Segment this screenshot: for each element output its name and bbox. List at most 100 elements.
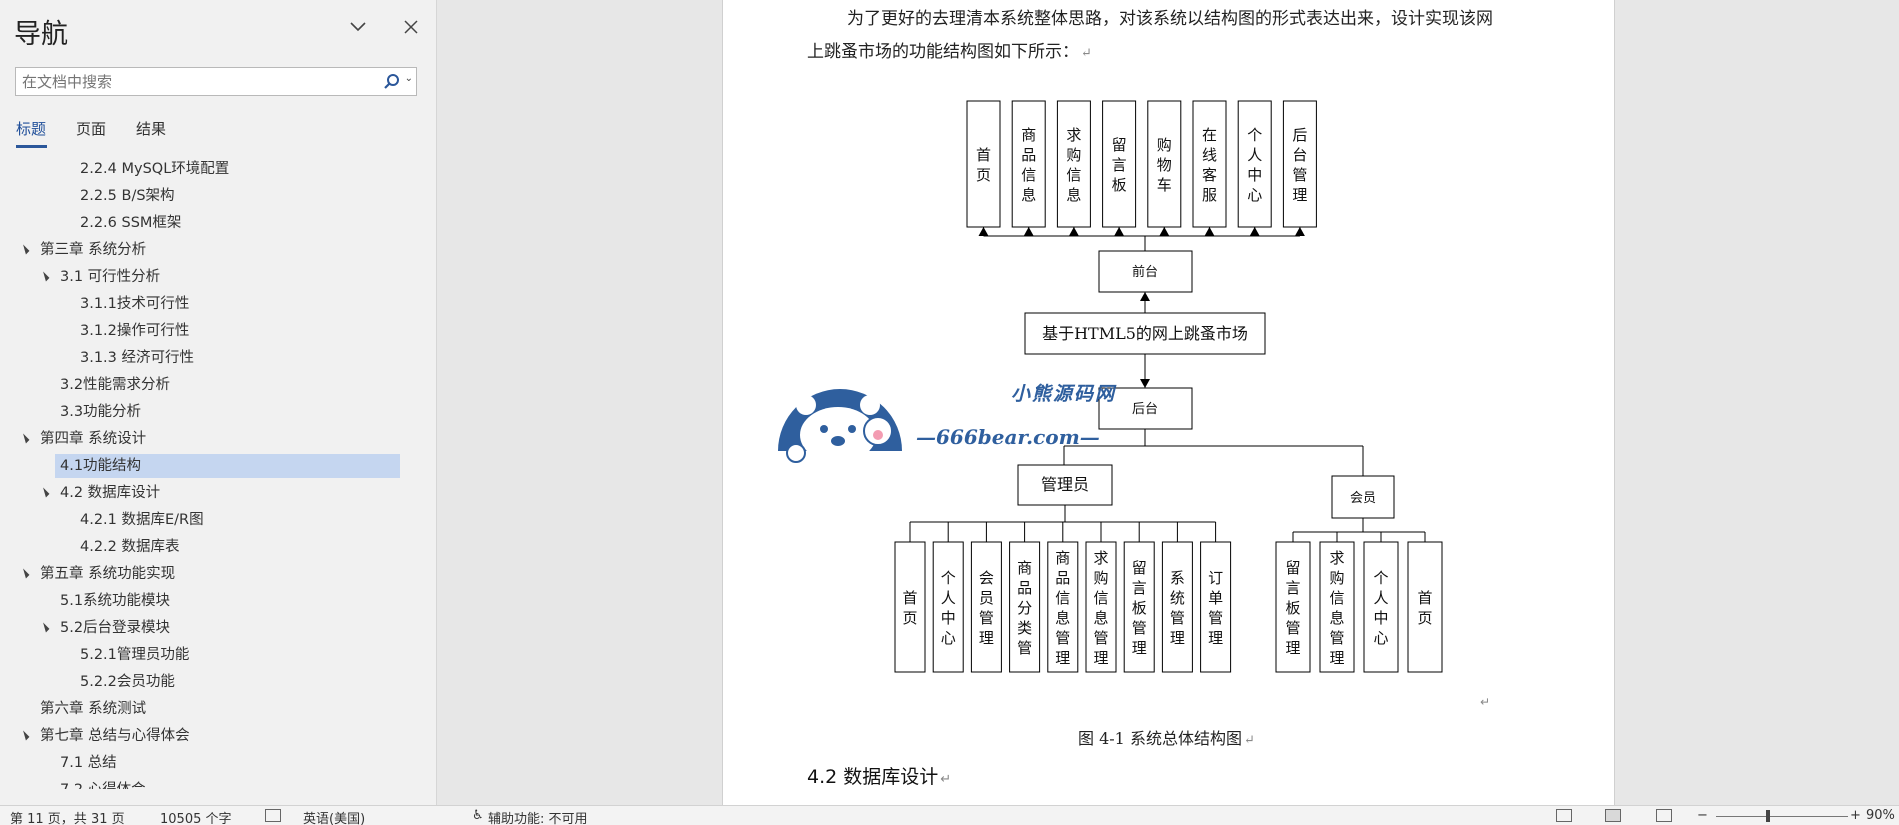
search-icon[interactable] bbox=[382, 72, 402, 92]
tab-pages[interactable]: 页面 bbox=[76, 120, 107, 138]
tree-item-label: 2.2.4 MySQL环境配置 bbox=[80, 161, 230, 177]
expanded-triangle-icon[interactable] bbox=[39, 271, 50, 282]
paragraph-text-1: 为了更好的去理清本系统整体思路，对该系统以结构图的形式表达出来，设计实现该网 bbox=[847, 9, 1493, 29]
tree-item[interactable]: 7.2 心得体会 bbox=[60, 778, 146, 789]
back-box bbox=[1098, 387, 1193, 430]
tree-item[interactable]: 3.3功能分析 bbox=[60, 400, 141, 424]
accessibility-status[interactable]: 辅助功能: 不可用 bbox=[488, 812, 588, 825]
tree-item-label: 5.1系统功能模块 bbox=[60, 593, 171, 609]
root-to-back-arrow bbox=[1140, 379, 1150, 388]
admin-module-box bbox=[970, 541, 1002, 673]
expanded-triangle-icon[interactable] bbox=[19, 730, 30, 741]
section-heading-text: 4.2 数据库设计 bbox=[807, 766, 939, 788]
admin-module-box bbox=[894, 541, 926, 673]
zoom-slider-thumb[interactable] bbox=[1766, 810, 1770, 822]
zoom-out-button[interactable]: − bbox=[1697, 808, 1708, 823]
tree-item[interactable]: 3.1.2操作可行性 bbox=[80, 319, 189, 343]
tree-item[interactable]: 3.2性能需求分析 bbox=[60, 373, 170, 397]
tree-item-label: 3.1.2操作可行性 bbox=[80, 323, 190, 339]
admin-module-box bbox=[1009, 541, 1041, 673]
tab-results[interactable]: 结果 bbox=[136, 120, 167, 138]
watermark-url: —666bear.com— bbox=[916, 425, 1100, 449]
tree-item[interactable]: 4.2.1 数据库E/R图 bbox=[80, 508, 204, 532]
tree-item-label: 第三章 系统分析 bbox=[40, 242, 147, 258]
tree-item[interactable]: 2.2.4 MySQL环境配置 bbox=[80, 157, 229, 181]
admin-module-box bbox=[1200, 541, 1232, 673]
tree-item-label: 5.2后台登录模块 bbox=[60, 620, 171, 636]
tree-item[interactable]: 4.2.2 数据库表 bbox=[80, 535, 180, 559]
root-to-front-arrow bbox=[1140, 292, 1150, 301]
zoom-in-button[interactable]: + bbox=[1850, 808, 1861, 823]
document-page: 为了更好的去理清本系统整体思路，对该系统以结构图的形式表达出来，设计实现该网 上… bbox=[722, 0, 1615, 805]
admin-module-box bbox=[932, 541, 964, 673]
accessibility-icon[interactable]: ♿ bbox=[472, 808, 484, 823]
zoom-slider[interactable] bbox=[1716, 816, 1848, 817]
front-module-arrow bbox=[978, 227, 989, 236]
search-input[interactable] bbox=[22, 71, 382, 92]
tab-headings[interactable]: 标题 bbox=[16, 120, 47, 138]
tree-item-label: 4.2.2 数据库表 bbox=[80, 539, 180, 555]
front-module-box-label: 留言板 bbox=[1112, 136, 1127, 194]
admin-module-box bbox=[1123, 541, 1155, 673]
tree-item[interactable]: 7.1 总结 bbox=[60, 751, 117, 775]
expanded-triangle-icon[interactable] bbox=[19, 568, 30, 579]
search-options-dropdown-icon[interactable]: ⌄ bbox=[404, 73, 413, 84]
front-module-box bbox=[1147, 100, 1182, 228]
diagram-paragraph-mark: ↵ bbox=[1480, 695, 1490, 709]
zoom-level[interactable]: 90% bbox=[1866, 808, 1895, 823]
front-module-box-label: 购物车 bbox=[1157, 136, 1172, 194]
member-module-box-label: 首页 bbox=[1417, 589, 1432, 627]
expanded-triangle-icon[interactable] bbox=[39, 487, 50, 498]
paragraph-line-1: 为了更好的去理清本系统整体思路，对该系统以结构图的形式表达出来，设计实现该网 bbox=[847, 4, 1493, 29]
tree-item[interactable]: 3.1 可行性分析 bbox=[60, 265, 160, 289]
tree-item[interactable]: 2.2.5 B/S架构 bbox=[80, 184, 175, 208]
front-module-box bbox=[1237, 100, 1272, 228]
expanded-triangle-icon[interactable] bbox=[19, 244, 30, 255]
tree-item[interactable]: 5.2.1管理员功能 bbox=[80, 643, 189, 667]
tree-item-label: 5.2.2会员功能 bbox=[80, 674, 175, 690]
tree-item[interactable]: 第三章 系统分析 bbox=[40, 238, 146, 262]
front-module-arrow bbox=[1249, 227, 1260, 236]
tree-item[interactable]: 第六章 系统测试 bbox=[40, 697, 146, 721]
front-module-box-label: 首页 bbox=[976, 146, 991, 184]
tree-item[interactable]: 2.2.6 SSM框架 bbox=[80, 211, 181, 235]
proofing-icon[interactable] bbox=[265, 809, 281, 822]
search-box[interactable]: ⌄ bbox=[15, 67, 417, 96]
tree-item[interactable]: 第七章 总结与心得体会 bbox=[40, 724, 190, 748]
front-module-arrow bbox=[1294, 227, 1305, 236]
tree-item[interactable]: 5.1系统功能模块 bbox=[60, 589, 170, 613]
caption-paragraph-mark: ↵ bbox=[1243, 733, 1255, 748]
tree-item-label: 7.1 总结 bbox=[60, 755, 117, 771]
tree-item[interactable]: 5.2后台登录模块 bbox=[60, 616, 170, 640]
front-module-box bbox=[1056, 100, 1091, 228]
tree-item[interactable]: 第四章 系统设计 bbox=[40, 427, 146, 451]
tree-item-label: 第四章 系统设计 bbox=[40, 431, 147, 447]
chevron-down-icon[interactable] bbox=[345, 16, 371, 42]
tree-item[interactable]: 3.1.1技术可行性 bbox=[80, 292, 189, 316]
tree-item-label: 3.2性能需求分析 bbox=[60, 377, 171, 393]
print-layout-icon[interactable] bbox=[1605, 809, 1621, 822]
admin-box bbox=[1017, 464, 1113, 506]
close-icon[interactable] bbox=[398, 16, 424, 42]
front-box-label: 前台 bbox=[1132, 264, 1158, 280]
expanded-triangle-icon[interactable] bbox=[19, 433, 30, 444]
web-layout-icon[interactable] bbox=[1656, 809, 1672, 822]
tree-item[interactable]: 第五章 系统功能实现 bbox=[40, 562, 175, 586]
tree-item-label: 3.1 可行性分析 bbox=[60, 269, 161, 285]
language-indicator[interactable]: 英语(美国) bbox=[303, 812, 366, 825]
tree-item-label: 4.2 数据库设计 bbox=[60, 485, 161, 501]
back-box-label: 后台 bbox=[1132, 402, 1158, 417]
expanded-triangle-icon[interactable] bbox=[39, 622, 50, 633]
front-module-box-label: 个人中心 bbox=[1247, 126, 1262, 204]
read-mode-icon[interactable] bbox=[1556, 809, 1572, 822]
tree-item[interactable]: 5.2.2会员功能 bbox=[80, 670, 175, 694]
page-count[interactable]: 第 11 页，共 31 页 bbox=[10, 812, 125, 825]
word-count[interactable]: 10505 个字 bbox=[160, 812, 232, 825]
member-module-box-label: 求购信息管理 bbox=[1329, 549, 1344, 667]
tree-item[interactable]: 3.1.3 经济可行性 bbox=[80, 346, 194, 370]
admin-module-box bbox=[1085, 541, 1117, 673]
front-module-box bbox=[966, 100, 1001, 228]
tree-item[interactable]: 4.1功能结构 bbox=[55, 454, 400, 478]
tree-item[interactable]: 4.2 数据库设计 bbox=[60, 481, 160, 505]
